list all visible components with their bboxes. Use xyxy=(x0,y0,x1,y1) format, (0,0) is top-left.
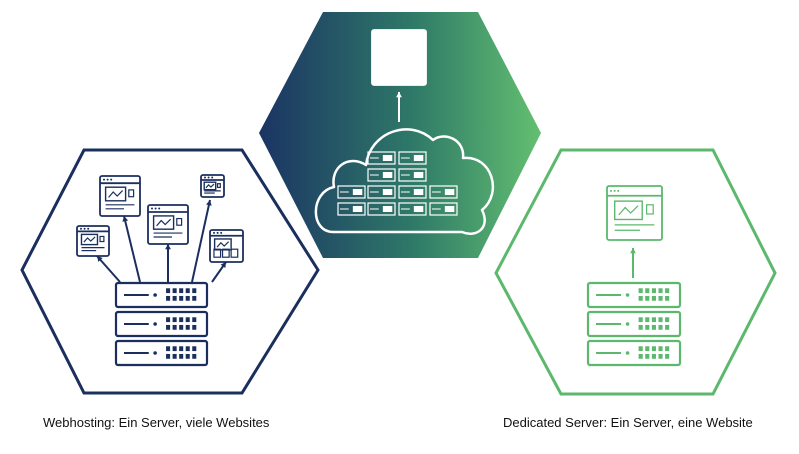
server-unit-icon xyxy=(114,310,209,338)
arrow-up-icon xyxy=(96,199,227,283)
arrow-up-icon xyxy=(396,92,402,122)
dedicated-hexagon xyxy=(494,148,777,396)
website-window-icon xyxy=(147,204,189,245)
arrow-up-icon xyxy=(630,248,636,278)
server-unit-icon xyxy=(586,281,682,309)
cloud-hexagon-group xyxy=(259,12,541,258)
server-rack-icon xyxy=(114,281,209,367)
webhosting-caption: Webhosting: Ein Server, viele Websites xyxy=(43,415,270,430)
server-unit-icon xyxy=(114,339,209,367)
server-unit-icon xyxy=(398,151,427,165)
website-window-icon xyxy=(371,29,427,86)
server-unit-icon xyxy=(398,185,427,199)
website-window-icon xyxy=(99,175,141,217)
server-rack-icon xyxy=(586,281,682,367)
arrow-up-icon xyxy=(122,215,141,283)
server-unit-icon xyxy=(367,151,396,165)
server-unit-icon xyxy=(337,202,366,216)
server-unit-icon xyxy=(586,310,682,338)
server-unit-icon xyxy=(367,202,396,216)
website-window-icon xyxy=(371,29,427,86)
server-unit-icon xyxy=(398,202,427,216)
server-unit-icon xyxy=(586,339,682,367)
server-unit-icon xyxy=(337,151,458,216)
arrow-up-icon xyxy=(211,261,227,283)
server-unit-icon xyxy=(429,202,458,216)
arrow-up-icon xyxy=(191,199,212,283)
dedicated-caption: Dedicated Server: Ein Server, eine Websi… xyxy=(503,415,753,430)
server-unit-icon xyxy=(367,185,396,199)
webhosting-hexagon xyxy=(20,148,320,395)
website-window-icon xyxy=(209,229,244,263)
arrow-up-icon xyxy=(165,244,171,282)
website-window-icon xyxy=(76,225,110,257)
website-window-icon xyxy=(606,185,663,241)
dedicated-hexagon-group xyxy=(494,148,777,396)
server-unit-icon xyxy=(337,185,366,199)
website-window-icon xyxy=(76,174,244,263)
server-unit-icon xyxy=(429,185,458,199)
cloud-hexagon xyxy=(259,12,541,258)
arrow-up-icon xyxy=(630,248,636,278)
website-window-icon xyxy=(200,174,225,198)
website-window-icon xyxy=(606,185,663,241)
arrow-up-icon xyxy=(396,92,402,122)
webhosting-hexagon-group xyxy=(20,148,320,395)
server-unit-icon xyxy=(398,168,427,182)
server-unit-icon xyxy=(367,168,396,182)
server-unit-icon xyxy=(114,281,209,309)
cloud-icon xyxy=(314,128,494,235)
arrow-up-icon xyxy=(96,255,121,283)
